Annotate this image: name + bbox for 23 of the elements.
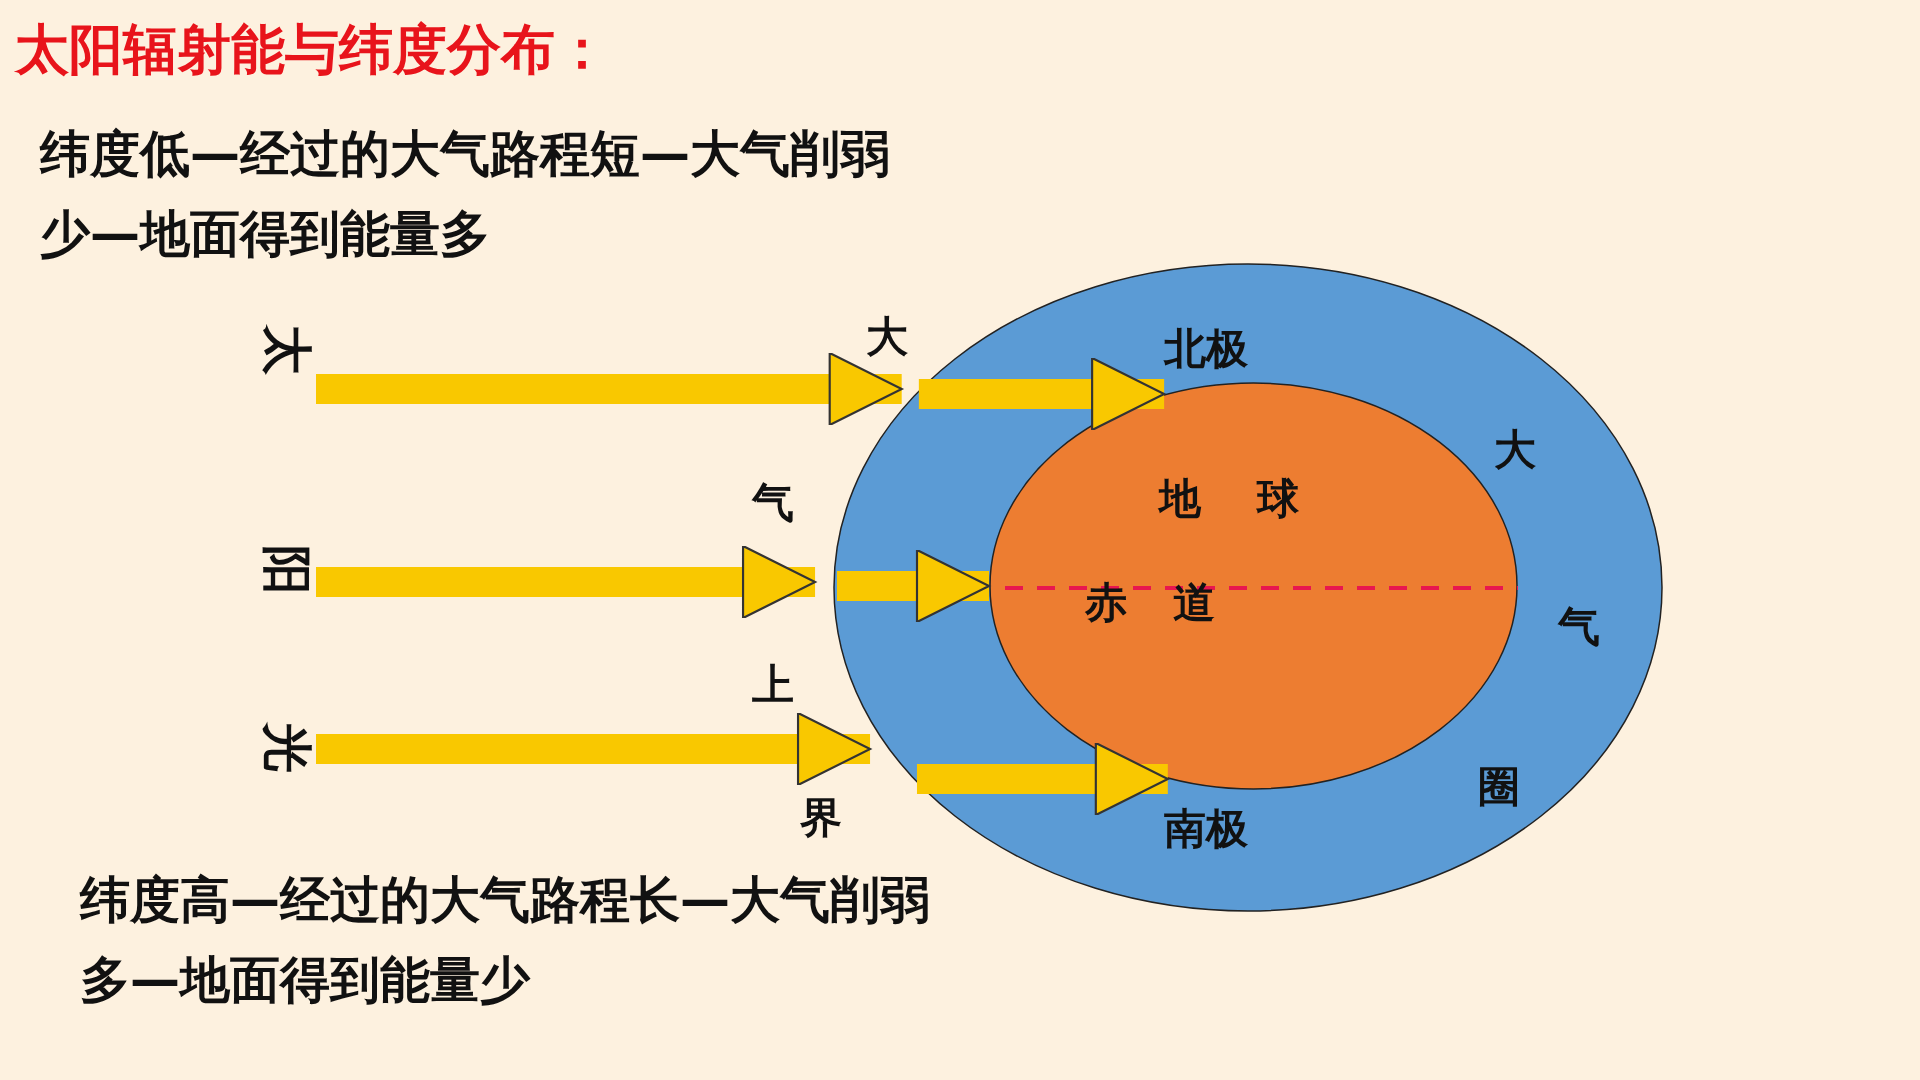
explanation-text: 纬度高—经过的大气路程长—大气削弱多—地面得到能量少 xyxy=(80,870,931,1011)
north-pole-label: 北极 xyxy=(1164,328,1248,370)
atmosphere-label: 大 xyxy=(1494,429,1536,471)
atmosphere-top-label: 上 xyxy=(752,664,794,706)
arrow xyxy=(837,548,991,624)
south-pole-label: 南极 xyxy=(1164,808,1248,850)
title: 太阳辐射能与纬度分布： xyxy=(15,17,609,83)
atmosphere-label: 气 xyxy=(1558,606,1600,648)
arrow xyxy=(316,544,817,620)
arrow xyxy=(316,351,903,427)
sunlight-label: 阳 xyxy=(262,545,312,595)
sunlight-label: 太 xyxy=(262,325,312,375)
atmosphere-label: 圈 xyxy=(1478,766,1520,808)
equator-label: 赤道 xyxy=(1085,582,1261,624)
sunlight-label: 光 xyxy=(262,723,312,773)
atmosphere-top-label: 大 xyxy=(866,316,908,358)
explanation-text: 纬度低—经过的大气路程短—大气削弱少—地面得到能量多 xyxy=(40,124,891,265)
earth-label: 地球 xyxy=(1159,478,1355,520)
atmosphere-top-label: 界 xyxy=(800,797,842,839)
atmosphere-top-label: 气 xyxy=(752,482,794,524)
arrow xyxy=(316,711,872,787)
arrow xyxy=(916,741,1169,817)
arrow xyxy=(918,356,1166,432)
